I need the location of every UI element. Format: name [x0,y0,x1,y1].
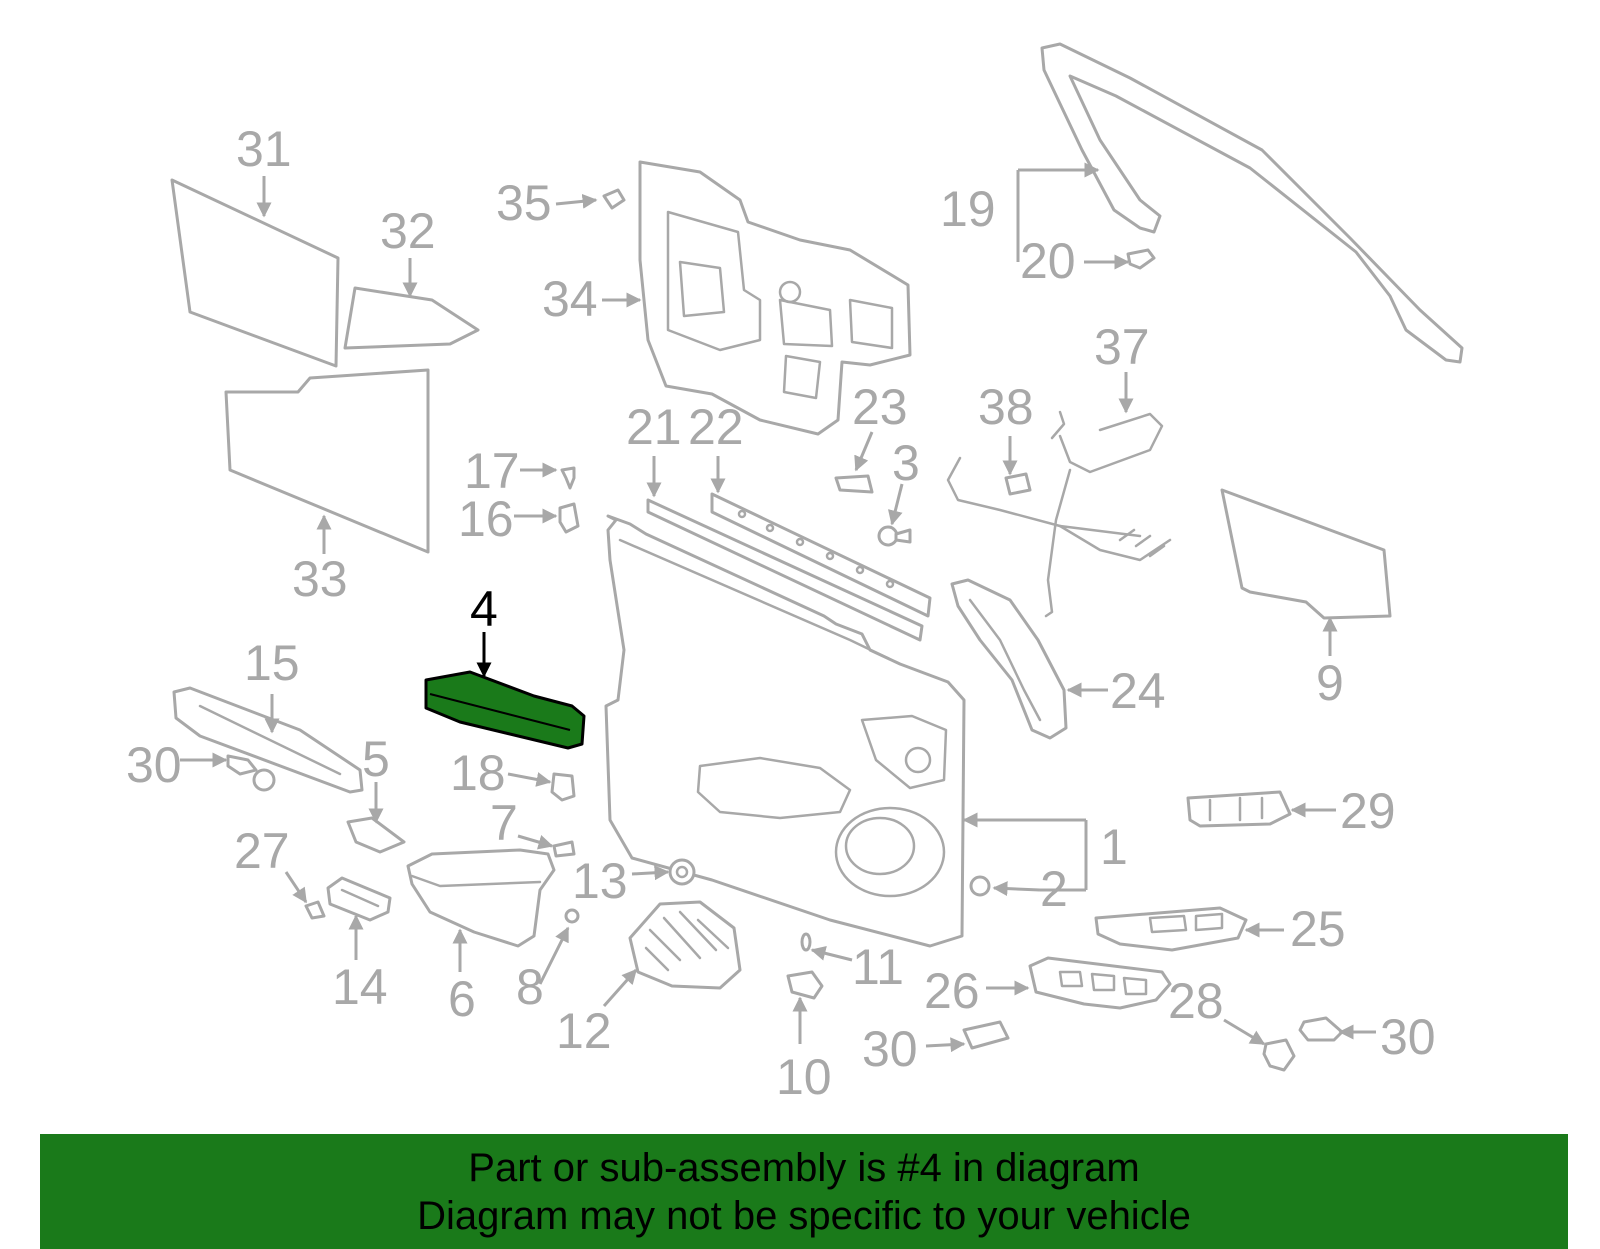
part-29-switch [1186,790,1292,828]
callout-12: 12 [556,1003,612,1059]
part-10-bracket [786,970,824,1000]
callout-23: 23 [852,379,908,435]
callout-35: 34 [542,271,598,327]
callout-8: 8 [516,959,544,1015]
callout-2: 2 [1040,861,1068,917]
part-17-pin [560,466,576,490]
part-38-connector [1004,472,1032,496]
part-14-bezel [326,876,392,922]
part-15-bracket [172,686,364,794]
part-3-clip [877,525,912,547]
part-1-door-trim-panel [604,514,966,948]
callout-30-left: 30 [862,1021,918,1077]
callout-26: 26 [924,963,980,1019]
part-25-switch-bezel [1094,906,1248,952]
callout-20: 20 [1020,233,1076,289]
callout-27: 27 [234,823,290,879]
part-24-filler-panel [950,578,1068,740]
part-30-switch-left [962,1020,1010,1050]
part-35-door-module [638,160,912,436]
part-13-grommet [668,858,696,886]
part-23-clip [834,474,874,494]
part-6-storage-bin [406,848,556,948]
callout-19: 19 [940,181,996,237]
callout-32: 31 [236,121,292,177]
part-36-screw [602,188,626,210]
callout-10: 10 [776,1049,832,1105]
part-21-inner-belt-weatherstrip [646,498,924,642]
part-32-mirror-glass [170,178,340,368]
callout-36: 35 [496,175,552,231]
callout-5: 5 [362,731,390,787]
part-30-switch-right [1298,1016,1344,1042]
callout-28: 28 [1168,973,1224,1029]
callout-30-right: 30 [1380,1009,1436,1065]
part-31-clip [226,754,276,792]
part-27-clip [304,900,326,920]
callout-15: 15 [244,635,300,691]
leader-lines [180,162,1376,1053]
part-34-water-deflector [224,368,430,554]
part-33-glass-panel [343,286,480,350]
part-4-armrest[interactable] [424,670,586,750]
part-11-clip [800,932,812,952]
callout-6: 6 [448,971,476,1027]
callout-18: 18 [450,745,506,801]
callout-37: 37 [1094,319,1150,375]
callout-14: 14 [332,959,388,1015]
callout-33: 32 [380,203,436,259]
callout-1: 1 [1100,819,1128,875]
part-28-socket [1262,1038,1296,1072]
callout-21: 21 [626,399,682,455]
callout-17: 17 [464,443,520,499]
callout-16: 16 [458,491,514,547]
callout-24: 24 [1110,663,1166,719]
part-37-wiring-harness [946,410,1172,618]
callout-9: 9 [1316,655,1344,711]
callout-38: 38 [978,379,1034,435]
callout-29: 29 [1340,783,1396,839]
part-20-screw [1126,248,1156,270]
part-7-screw [552,840,576,858]
banner-line-2: Diagram may not be specific to your vehi… [417,1194,1191,1238]
part-5-bezel [346,816,406,854]
callout-labels: 31 32 33 35 34 19 20 21 22 23 3 17 16 38… [126,121,1436,1105]
callout-25: 25 [1290,901,1346,957]
part-8-clip [564,908,580,924]
callout-31: 30 [126,737,182,793]
callout-4: 4 [470,581,498,637]
part-19-run-channel [1040,42,1464,364]
part-22-belt-molding [710,492,932,618]
info-banner: Part or sub-assembly is #4 in diagram Di… [40,1134,1568,1249]
callout-34: 33 [292,551,348,607]
callout-3: 3 [892,435,920,491]
part-2-clip [969,875,991,897]
part-26-switch-panel [1028,956,1172,1010]
part-16-retainer [558,502,580,534]
part-12-speaker-grille [628,900,742,990]
callout-11: 11 [852,939,904,995]
part-18-plug [550,772,576,802]
callout-13: 13 [572,853,628,909]
part-9-glass [1220,488,1392,620]
callout-22: 22 [688,399,744,455]
callout-7: 7 [490,795,518,851]
banner-line-1: Part or sub-assembly is #4 in diagram [468,1146,1140,1190]
